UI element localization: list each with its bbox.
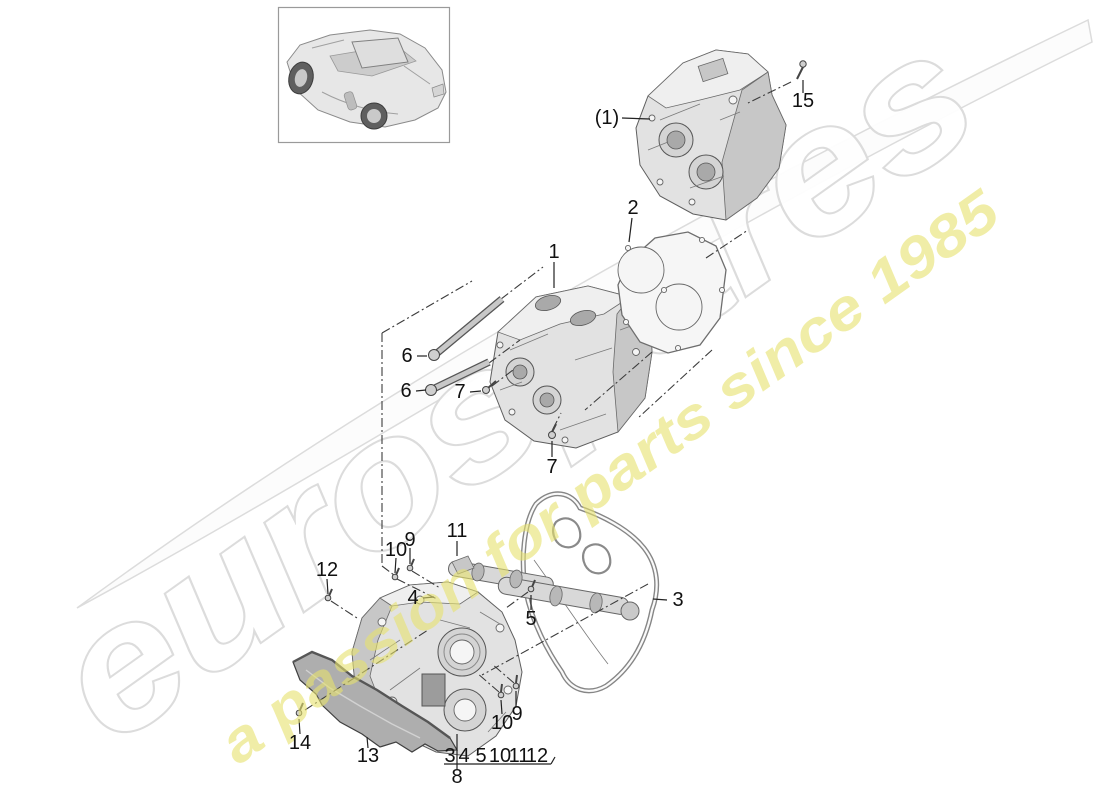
part-label-3[interactable]: 3 [672, 589, 684, 611]
engine-block-drawing [635, 49, 787, 221]
part-label-2[interactable]: 2 [627, 197, 639, 219]
legend-part-4[interactable]: 4 [458, 745, 470, 767]
part-label-6[interactable]: 6 [400, 380, 412, 402]
part-label-15[interactable]: 15 [791, 90, 815, 112]
part-label-6[interactable]: 6 [401, 345, 413, 367]
part-label-11[interactable]: 11 [446, 520, 468, 542]
part-label-7[interactable]: 7 [546, 456, 558, 478]
screw-10-lower [497, 683, 505, 699]
stud-bolt-6a [428, 296, 505, 361]
legend-part-3[interactable]: 3 [444, 745, 456, 767]
part-label-1[interactable]: 1 [548, 241, 560, 263]
legend-part-10[interactable]: 10 [488, 745, 512, 767]
legend-part-5[interactable]: 5 [475, 745, 487, 767]
part-label-10[interactable]: 10 [384, 539, 408, 561]
heat-shield-drawing [292, 650, 459, 753]
part-label-12[interactable]: 12 [315, 559, 339, 581]
head-gasket-drawing [617, 231, 727, 354]
part-label-10[interactable]: 10 [490, 712, 514, 734]
legend-part-11[interactable]: 11 [508, 745, 530, 767]
leader-lines [298, 80, 804, 769]
part-label-4[interactable]: 4 [407, 587, 419, 609]
screw-9-lower [512, 674, 520, 690]
part-label-8[interactable]: 8 [451, 766, 463, 788]
screw-9-upper [406, 558, 415, 572]
part-label-9[interactable]: 9 [404, 529, 416, 551]
screw-7a [482, 380, 497, 394]
part-label-7[interactable]: 7 [454, 381, 466, 403]
assembly-lines [304, 81, 792, 711]
screw-5 [527, 579, 536, 593]
car-illustration [286, 29, 447, 130]
cylinder-head-drawing [489, 285, 653, 449]
part-label-9[interactable]: 9 [511, 703, 523, 725]
part-label-1[interactable]: (1) [594, 107, 620, 129]
stud-bolt-6b [425, 358, 491, 396]
screw-14 [295, 702, 304, 717]
part-label-5[interactable]: 5 [525, 608, 537, 630]
screw-7b [548, 423, 557, 439]
screw-10-upper [391, 567, 400, 581]
part-label-13[interactable]: 13 [356, 745, 380, 767]
screw-12 [324, 588, 333, 602]
screw-15 [796, 60, 807, 80]
car-thumbnail [277, 6, 451, 144]
part-label-14[interactable]: 14 [288, 732, 312, 754]
legend-part-12[interactable]: 12 [525, 745, 549, 767]
